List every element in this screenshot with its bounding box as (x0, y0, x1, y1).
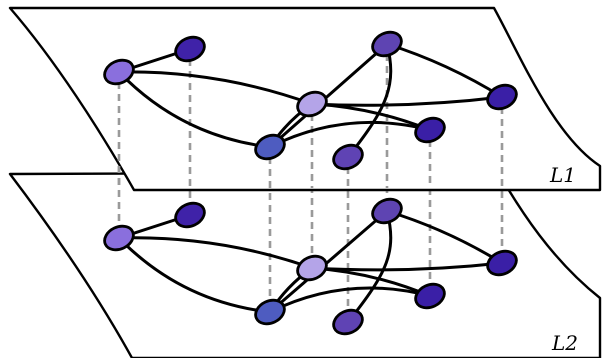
node-bottom-n1 (103, 224, 135, 252)
edge-top-n7-n6 (268, 120, 432, 149)
node-top-n4 (296, 90, 328, 118)
node-bottom-n3 (371, 197, 403, 225)
edge-top-n3-n8 (346, 42, 393, 159)
node-top-n7 (254, 133, 286, 161)
network-layer-top (103, 30, 518, 188)
node-top-n8 (332, 143, 364, 171)
node-bottom-n6 (414, 282, 446, 310)
edge-bottom-n3-n8 (346, 209, 393, 324)
edge-top-n1-n4 (117, 70, 314, 106)
node-bottom-n2 (174, 201, 206, 229)
node-top-n6 (414, 116, 446, 144)
node-top-n2 (174, 35, 206, 63)
edge-bottom-n3-n7 (268, 209, 389, 314)
edge-top-n3-n5 (385, 42, 504, 99)
edge-bottom-n1-n4 (117, 236, 314, 270)
node-bottom-n7 (254, 298, 286, 326)
layer-label-top: L1 (549, 163, 576, 187)
layer-label-bottom: L2 (551, 331, 578, 355)
node-top-n1 (103, 58, 135, 86)
node-bottom-n5 (486, 249, 518, 277)
edge-bottom-n7-n6 (268, 286, 432, 314)
node-top-n5 (486, 83, 518, 111)
network-layer-bottom (103, 197, 518, 336)
node-bottom-n4 (296, 254, 328, 282)
node-bottom-n8 (332, 308, 364, 336)
node-top-n3 (371, 30, 403, 58)
edge-bottom-n1-n7 (117, 236, 272, 314)
edge-top-n3-n7 (268, 42, 389, 149)
edge-top-n1-n7 (117, 70, 272, 149)
